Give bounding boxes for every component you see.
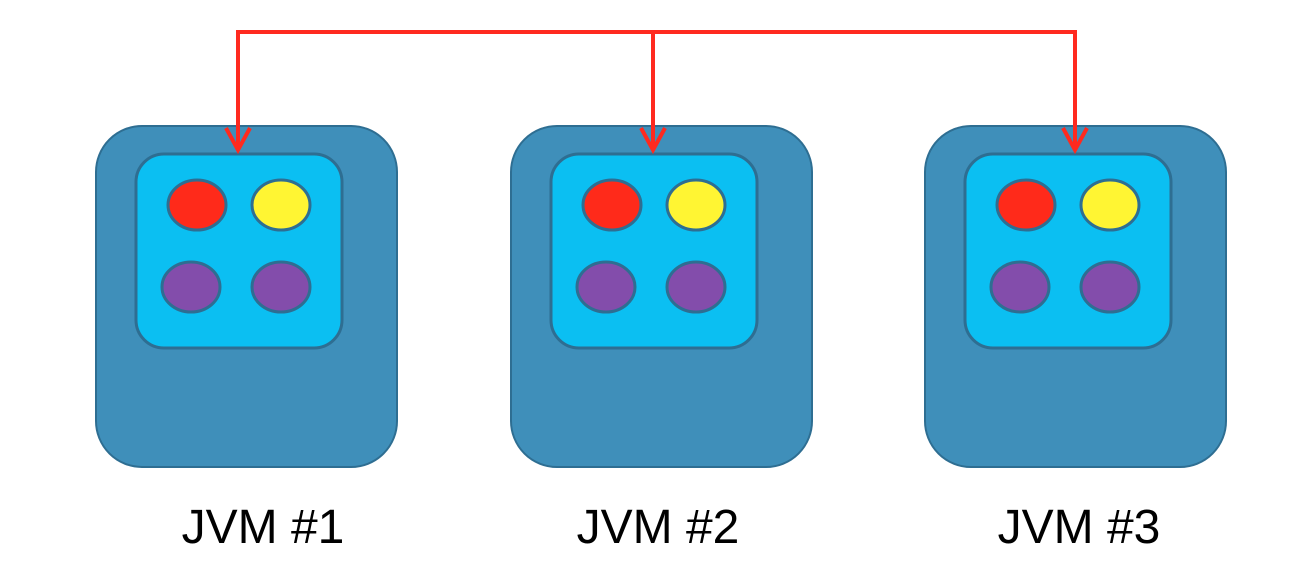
heap-region: [134, 152, 344, 350]
purple-object: [575, 260, 637, 314]
purple-object: [1079, 260, 1141, 314]
jvm-box-1: [95, 125, 398, 468]
red-object: [995, 178, 1057, 232]
yellow-object: [1079, 178, 1141, 232]
arrow-to-jvm-3: [1061, 30, 1089, 155]
purple-object: [665, 260, 727, 314]
jvm-label-3: JVM #3: [997, 501, 1161, 554]
arrow-to-jvm-1: [224, 30, 252, 155]
heap-region: [549, 152, 759, 350]
purple-object: [250, 260, 312, 314]
red-object: [166, 178, 228, 232]
heap-region: [963, 152, 1173, 350]
purple-object: [989, 260, 1051, 314]
jvm-box-3: [924, 125, 1227, 468]
jvm-box-2: [510, 125, 813, 468]
yellow-object: [250, 178, 312, 232]
red-object: [581, 178, 643, 232]
purple-object: [160, 260, 222, 314]
arrow-to-jvm-2: [639, 30, 667, 155]
yellow-object: [665, 178, 727, 232]
jvm-label-2: JVM #2: [576, 501, 740, 554]
jvm-label-1: JVM #1: [181, 501, 345, 554]
